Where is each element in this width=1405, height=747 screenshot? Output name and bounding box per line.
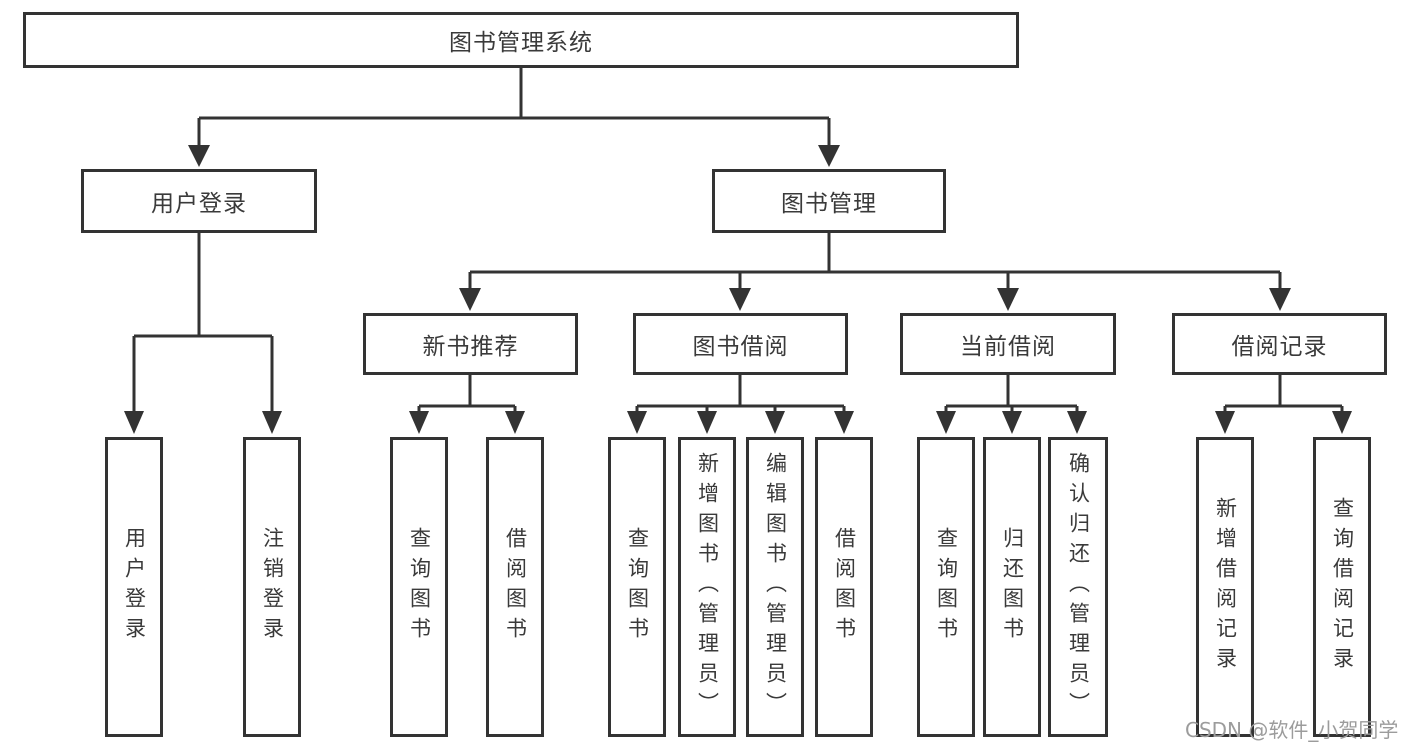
node-label: 图书管理系统 [449,30,593,56]
leaf-add-borrow-record: 新增借阅记录 [1196,437,1254,737]
leaf-add-book-admin: 新增图书（管理员） [678,437,736,737]
leaf-query-books-recommend: 查询图书 [390,437,448,737]
leaf-query-borrow-record: 查询借阅记录 [1313,437,1371,737]
node-user-login: 用户登录 [81,169,317,233]
connector-new-book-recommend-children [409,375,525,434]
node-label: 借阅图书 [503,527,528,647]
node-label: 编辑图书（管理员） [763,452,788,722]
leaf-borrow-books: 借阅图书 [815,437,873,737]
node-book-borrow: 图书借阅 [633,313,848,375]
node-label: 图书管理 [781,191,877,217]
node-borrow-records: 借阅记录 [1172,313,1387,375]
node-label: 借阅记录 [1231,334,1328,360]
leaf-logout-login: 注销登录 [243,437,301,737]
connector-borrow-records-children [1215,375,1352,434]
node-label: 查询图书 [625,527,650,647]
node-label: 查询图书 [407,527,432,647]
node-new-book-recommend: 新书推荐 [363,313,578,375]
node-label: 确认归还（管理员） [1066,452,1091,722]
node-label: 图书借阅 [692,334,789,360]
connector-root-to-level2 [188,68,840,167]
connector-current-borrow-children [936,375,1087,434]
node-root-library-system: 图书管理系统 [23,12,1019,68]
leaf-confirm-return-admin: 确认归还（管理员） [1048,437,1108,737]
connector-book-management-to-level3 [459,233,1291,311]
node-label: 注销登录 [260,527,285,647]
leaf-return-book: 归还图书 [983,437,1041,737]
leaf-query-books-borrow: 查询图书 [608,437,666,737]
node-label: 查询借阅记录 [1330,497,1355,677]
node-label: 归还图书 [1000,527,1025,647]
node-label: 查询图书 [934,527,959,647]
node-book-management: 图书管理 [712,169,946,233]
node-current-borrow: 当前借阅 [900,313,1116,375]
node-label: 当前借阅 [960,334,1056,360]
watermark: CSDN @软件_小贺同学 [1185,718,1399,742]
node-label: 用户登录 [151,191,247,217]
leaf-edit-book-admin: 编辑图书（管理员） [746,437,804,737]
connector-user-login-children [124,233,282,434]
leaf-borrow-books-recommend: 借阅图书 [486,437,544,737]
node-label: 用户登录 [122,527,147,647]
node-label: 新增借阅记录 [1213,497,1238,677]
leaf-user-login: 用户登录 [105,437,163,737]
node-label: 借阅图书 [832,527,857,647]
connector-book-borrow-children [627,375,854,434]
leaf-query-books-current: 查询图书 [917,437,975,737]
node-label: 新增图书（管理员） [695,452,720,722]
node-label: 新书推荐 [422,334,519,360]
